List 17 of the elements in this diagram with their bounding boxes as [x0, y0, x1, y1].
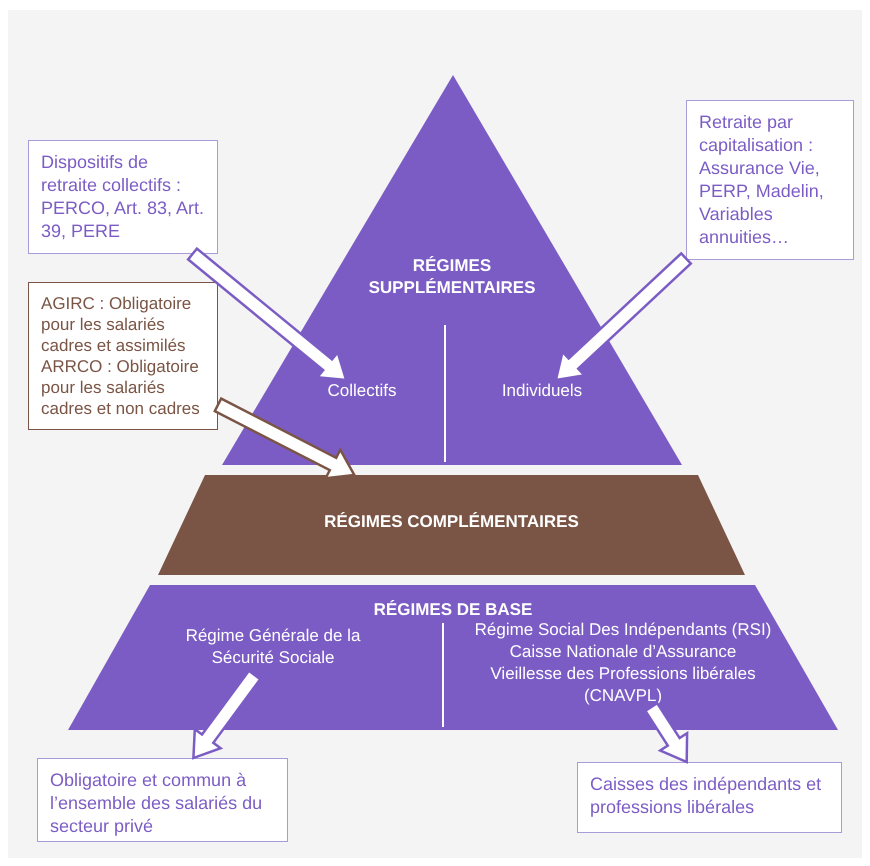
section-heading: RÉGIMES COMPLÉMENTAIRES	[323, 511, 580, 533]
pyramid-middle-band	[158, 475, 745, 575]
section-label: Individuels	[467, 380, 617, 406]
callout-box: AGIRC : Obligatoire pour les salariés cadres et assimilés ARRCO : Obligatoire pour les salariés cadres et non cadres	[28, 282, 218, 430]
arrow	[213, 396, 356, 480]
callout-box: Obligatoire et commun à l’ensemble des salariés du secteur privé	[37, 758, 288, 842]
callout-box: Caisses des indépendants et professions libérales	[577, 762, 842, 833]
callout-box: Dispositifs de retraite collectifs : PERCO, Art. 83, Art. 39, PERE	[28, 140, 218, 254]
pyramid-base-band	[68, 585, 838, 730]
section-label: Régime Générale de la Sécurité Sociale	[158, 625, 388, 675]
callout-box: Retraite par capitalisation : Assurance Vie, PERP, Madelin, Variables annuities…	[686, 100, 854, 260]
section-heading: RÉGIMES SUPPLÉMENTAIRES	[368, 255, 536, 299]
section-label: Collectifs	[312, 380, 412, 406]
section-text: Régime Social Des Indépendants (RSI)	[474, 619, 772, 641]
section-heading: RÉGIMES DE BASE	[372, 599, 534, 621]
section-text: Caisse Nationale d’Assurance Vieillesse des Professions libérales (CNAVPL)	[489, 641, 757, 707]
pyramid-top-triangle	[222, 75, 682, 465]
